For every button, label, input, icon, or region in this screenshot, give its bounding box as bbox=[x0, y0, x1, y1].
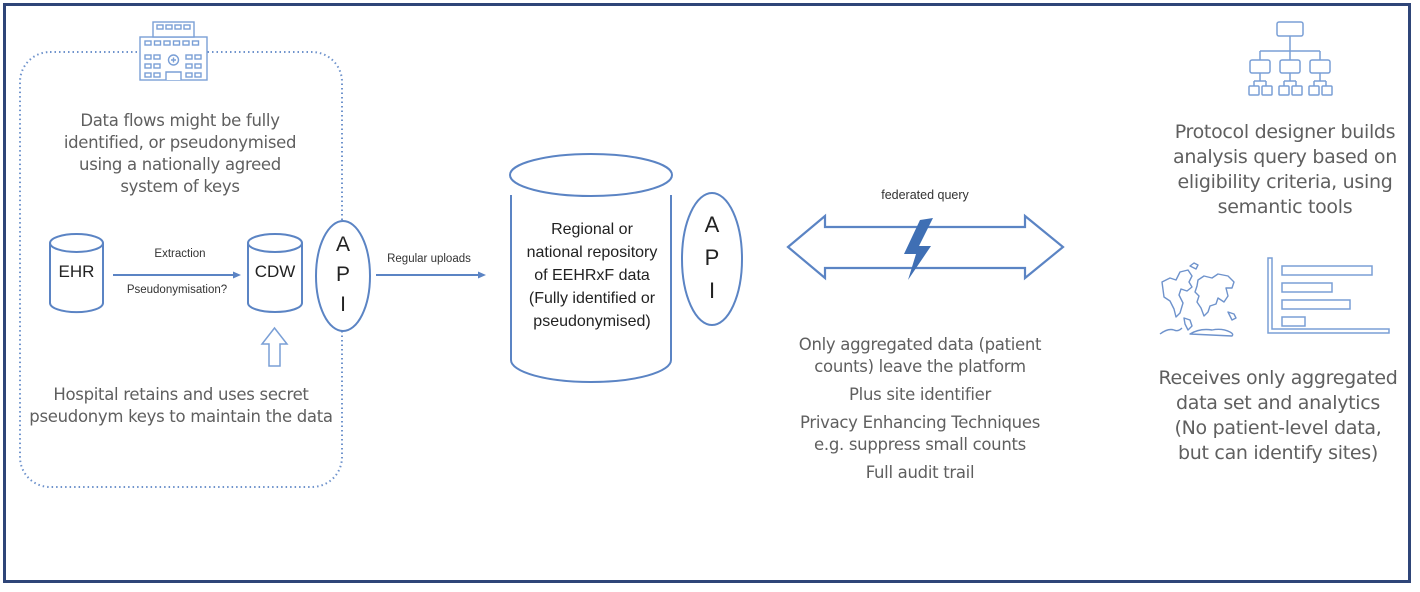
bar-chart-icon bbox=[1267, 257, 1390, 334]
note-line: Plus site identifier bbox=[849, 385, 991, 404]
hospital-window bbox=[156, 24, 164, 30]
flows-note-line: system of keys bbox=[120, 177, 240, 196]
world-map-icon bbox=[1159, 262, 1237, 337]
hospital-window bbox=[185, 72, 193, 78]
api-letter: I bbox=[708, 278, 716, 303]
hospital-window bbox=[185, 63, 193, 69]
chart-icon-bar bbox=[1281, 299, 1351, 310]
note-line: Privacy Enhancing Techniques bbox=[799, 413, 1040, 432]
hospital-window bbox=[165, 24, 173, 30]
federated-note: Privacy Enhancing Techniques e.g. suppre… bbox=[760, 412, 1080, 456]
repository-label-line: pseudonymised) bbox=[533, 313, 651, 330]
flows-note-line: Data flows might be fully bbox=[80, 111, 280, 130]
chart-icon-bar bbox=[1281, 265, 1373, 276]
protocol-line: Protocol designer builds bbox=[1174, 121, 1396, 143]
hospital-window bbox=[153, 54, 161, 60]
hospital-building-icon bbox=[139, 21, 208, 81]
repository-label-line: Regional or bbox=[551, 221, 633, 238]
api-letter: A bbox=[335, 233, 350, 256]
note-line: Full audit trail bbox=[865, 463, 975, 482]
hospital-window bbox=[144, 72, 152, 78]
hospital-window bbox=[144, 63, 152, 69]
cdw-label: CDW bbox=[254, 262, 296, 281]
hospital-window bbox=[194, 72, 202, 78]
hospital-api-ellipse bbox=[315, 220, 371, 332]
receives-note: Receives only aggregated data set and an… bbox=[1143, 366, 1413, 466]
ehr-label: EHR bbox=[58, 262, 95, 281]
hospital-window bbox=[172, 40, 181, 46]
protocol-line: eligibility criteria, using bbox=[1177, 171, 1393, 193]
hospital-window bbox=[174, 24, 182, 30]
protocol-line: semantic tools bbox=[1217, 196, 1353, 218]
hospital-window bbox=[191, 40, 200, 46]
hospital-window bbox=[194, 54, 202, 60]
hospital-window bbox=[144, 54, 152, 60]
hospital-window bbox=[153, 72, 161, 78]
federated-note: Full audit trail bbox=[760, 462, 1080, 484]
hospital-api-label: A P I bbox=[323, 230, 363, 320]
extraction-label: Extraction bbox=[154, 248, 206, 260]
receives-line: (No patient-level data, bbox=[1174, 417, 1382, 439]
upload-arrow bbox=[376, 271, 486, 279]
lightning-icon bbox=[904, 218, 933, 280]
hierarchy-icon bbox=[1248, 21, 1333, 96]
repository-cylinder bbox=[509, 153, 673, 383]
repository-label-line: of EEHRxF data bbox=[534, 267, 650, 284]
repository-label-line: (Fully identified or bbox=[528, 290, 656, 307]
hospital-window bbox=[163, 40, 171, 46]
extraction-arrow bbox=[113, 271, 241, 279]
hospital-keys-note: Hospital retains and uses secret pseudon… bbox=[25, 384, 337, 428]
flows-note-line: using a nationally agreed bbox=[79, 155, 281, 174]
chart-icon-bar bbox=[1281, 282, 1333, 293]
hospital-flows-note: Data flows might be fully identified, or… bbox=[30, 110, 330, 198]
hospital-window bbox=[194, 63, 202, 69]
receives-line: Receives only aggregated bbox=[1158, 367, 1398, 389]
upload-label: Regular uploads bbox=[387, 253, 471, 265]
chart-icon-bar bbox=[1281, 316, 1306, 327]
hospital-window bbox=[153, 63, 161, 69]
federated-note: Plus site identifier bbox=[760, 384, 1080, 406]
federated-note: Only aggregated data (patient counts) le… bbox=[760, 334, 1080, 378]
receives-line: data set and analytics bbox=[1175, 392, 1381, 414]
note-line: Only aggregated data (patient bbox=[798, 335, 1042, 354]
repository-label-line: national repository bbox=[526, 244, 658, 261]
cdw-cylinder bbox=[247, 233, 303, 313]
receives-line: but can identify sites) bbox=[1178, 442, 1378, 464]
api-letter: P bbox=[704, 245, 720, 270]
repository-api-ellipse bbox=[681, 192, 743, 326]
federated-query-label: federated query bbox=[881, 188, 969, 202]
ehr-cylinder bbox=[49, 233, 104, 314]
keys-note-line: pseudonym keys to maintain the data bbox=[29, 407, 333, 426]
hospital-window bbox=[144, 40, 152, 46]
repository-label: Regional or national repository of EEHRx… bbox=[513, 218, 671, 333]
repository-api-label: A P I bbox=[692, 208, 732, 307]
up-arrow-icon bbox=[260, 326, 289, 367]
keys-note-line: Hospital retains and uses secret bbox=[53, 385, 309, 404]
note-line: e.g. suppress small counts bbox=[814, 435, 1026, 454]
diagram-frame bbox=[3, 3, 1411, 583]
hospital-window bbox=[182, 40, 190, 46]
note-line: counts) leave the platform bbox=[814, 357, 1026, 376]
hospital-window bbox=[185, 54, 193, 60]
federated-notes: Only aggregated data (patient counts) le… bbox=[760, 334, 1080, 490]
api-letter: P bbox=[335, 263, 350, 286]
api-letter: A bbox=[704, 212, 720, 237]
pseudonymisation-label: Pseudonymisation? bbox=[126, 284, 228, 296]
protocol-line: analysis query based on bbox=[1172, 146, 1397, 168]
protocol-designer-note: Protocol designer builds analysis query … bbox=[1150, 120, 1420, 220]
flows-note-line: identified, or pseudonymised bbox=[63, 133, 297, 152]
hospital-window bbox=[183, 24, 191, 30]
api-letter: I bbox=[340, 293, 346, 316]
hospital-window bbox=[153, 40, 162, 46]
